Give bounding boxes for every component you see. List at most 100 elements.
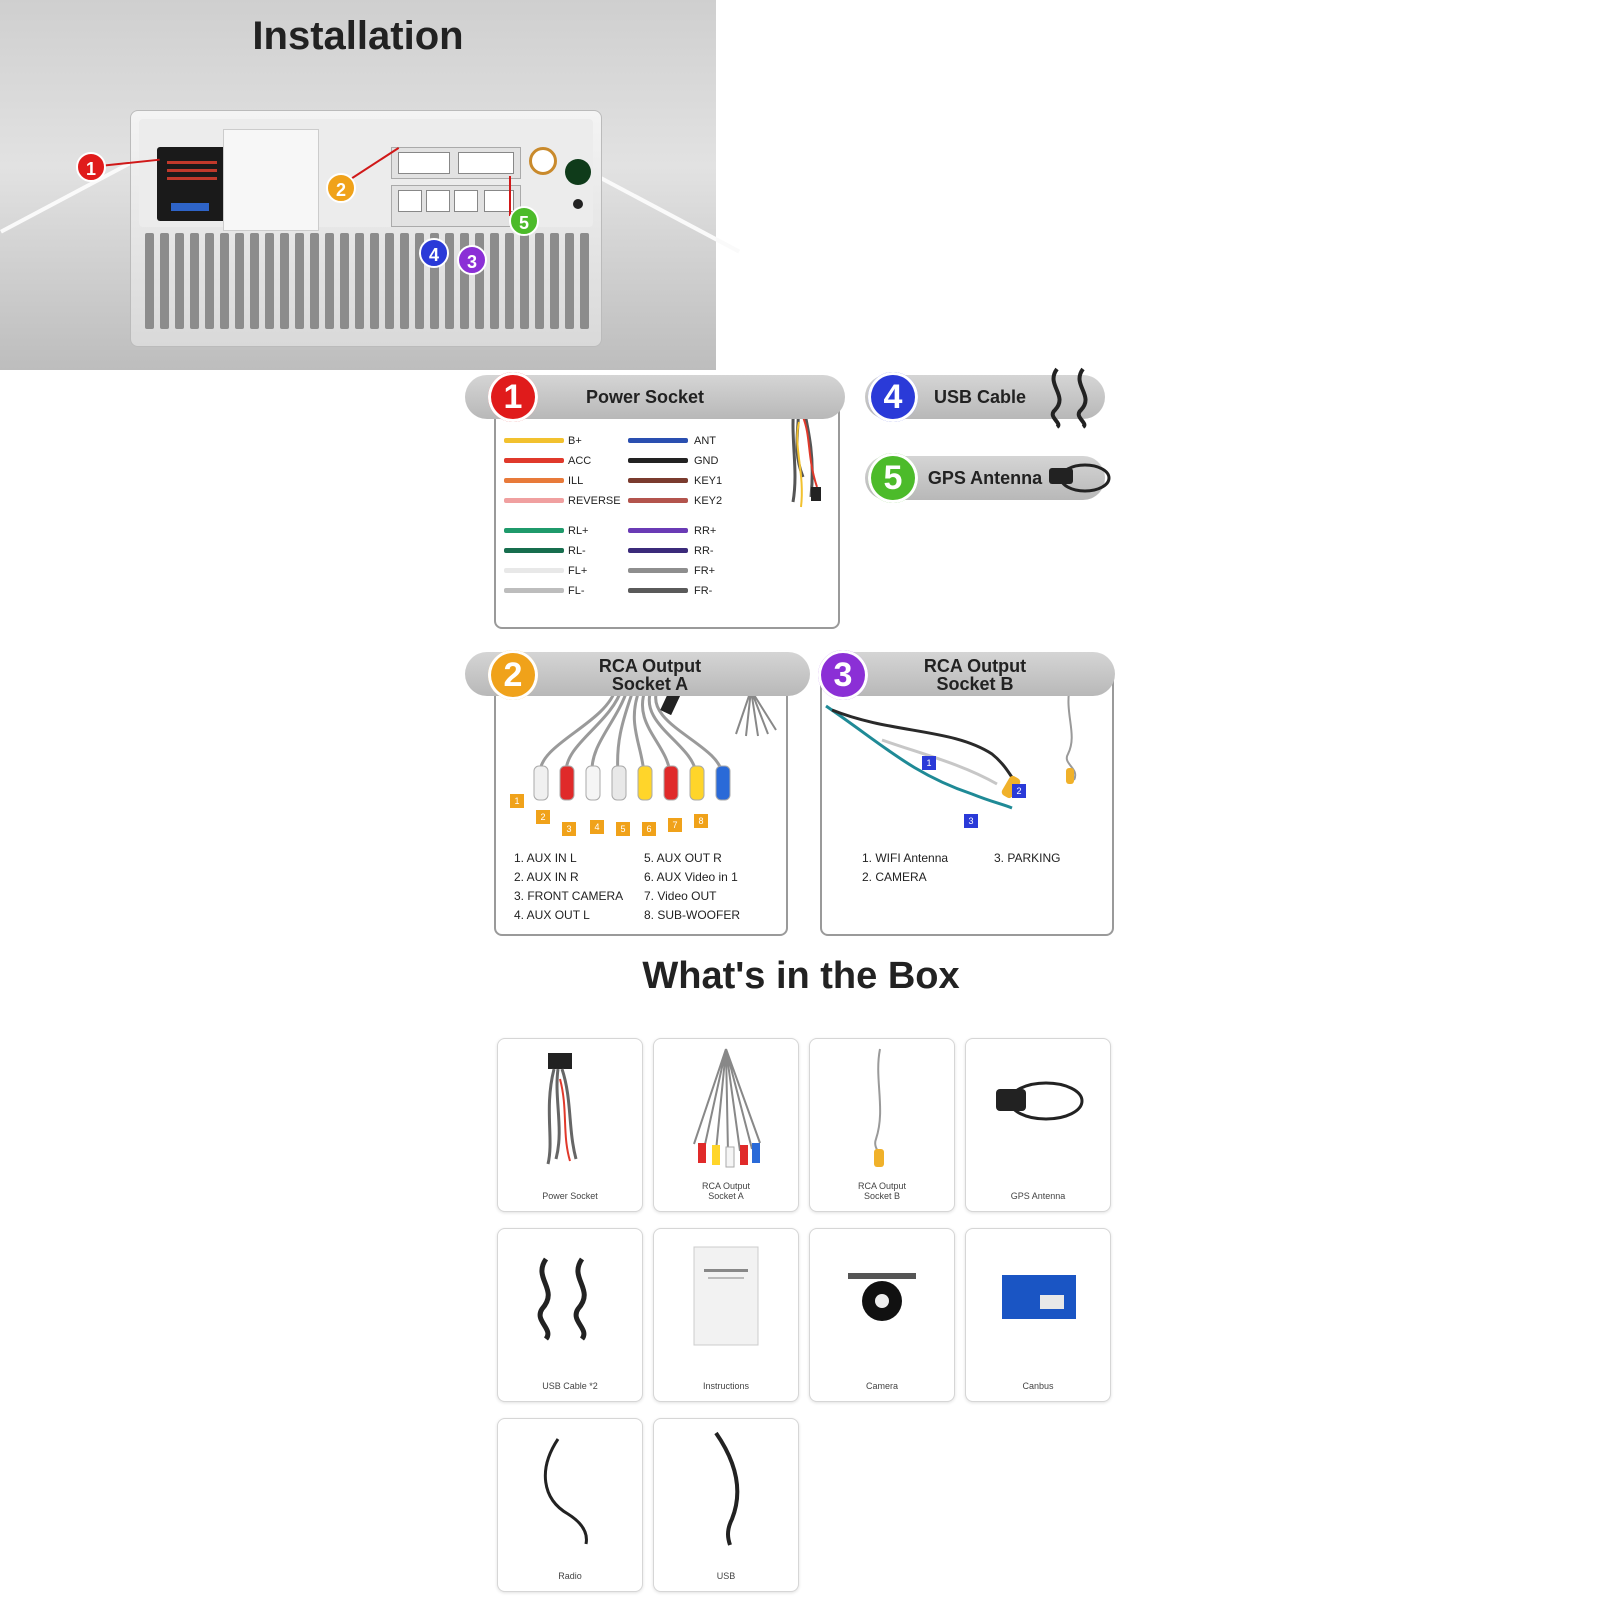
cable-tag: 3: [964, 814, 978, 828]
box-item-caption-line1: GPS Antenna: [1010, 1191, 1066, 1201]
vent-slot: [280, 233, 289, 329]
rca-socket-a-title-line2: Socket A: [611, 674, 689, 694]
wire-label: FL-: [568, 585, 585, 597]
wire-right-2: [628, 478, 688, 483]
vent-slot: [385, 233, 394, 329]
wire-label: ANT: [694, 435, 716, 447]
rca-plug: [637, 765, 653, 801]
cable-tag: 4: [590, 820, 604, 834]
wire-right-5: [628, 548, 688, 553]
box-item-caption-line1: Power Socket: [542, 1191, 598, 1201]
vent-slot: [565, 233, 574, 329]
rca-socket-a-title-line1: RCA Output: [598, 656, 702, 676]
vent-slot: [475, 233, 484, 329]
box-item: USB Cable *2: [497, 1228, 643, 1402]
cable-tag: 2: [1012, 784, 1026, 798]
box-item: Camera: [809, 1228, 955, 1402]
rca-plug: [715, 765, 731, 801]
cable-tag: 1: [922, 756, 936, 770]
power-socket-badge: 1: [488, 372, 538, 422]
wire-label: RR-: [694, 545, 714, 557]
box-item: Radio: [497, 1418, 643, 1592]
wire-label: KEY1: [694, 475, 723, 487]
vent-slot: [580, 233, 589, 329]
box-item-caption: Radio: [498, 1571, 642, 1581]
wire-label: B+: [568, 435, 582, 447]
legend-item: 7. Video OUT: [644, 889, 717, 903]
box-item-caption-line1: RCA Output: [857, 1181, 907, 1191]
installation-title: Installation: [252, 14, 464, 58]
mic-hole: [573, 199, 583, 209]
legend-item: 2. CAMERA: [862, 870, 927, 884]
box-item: USB: [653, 1418, 799, 1592]
box-item-image: [874, 1048, 884, 1167]
power-socket-port: [157, 147, 227, 221]
usb-cable-title: USB Cable: [933, 387, 1027, 407]
box-item-caption-line1: Camera: [865, 1381, 898, 1391]
wire-left-2: [504, 478, 564, 483]
wire-right-4: [628, 528, 688, 533]
marker-3: 3: [457, 245, 487, 275]
wire-label: FL+: [568, 565, 588, 577]
box-item: GPS Antenna: [965, 1038, 1111, 1212]
box-item-caption-line1: USB Cable *2: [542, 1381, 598, 1391]
wire-right-3: [628, 498, 688, 503]
box-item-image: [693, 1048, 761, 1168]
gps-antenna-title: GPS Antenna: [927, 468, 1043, 488]
wire-left-3: [504, 498, 564, 503]
rca-socket-b-header: [825, 652, 1115, 696]
box-item-caption: Camera: [810, 1381, 954, 1391]
vent-slot: [505, 233, 514, 329]
wire-label: KEY2: [694, 495, 723, 507]
power-socket-title: Power Socket: [585, 387, 705, 407]
cable-tag: 2: [536, 810, 550, 824]
box-item-caption-line2: Socket B: [863, 1191, 901, 1201]
box-item-image: [848, 1273, 916, 1321]
box-item-caption: USB: [654, 1571, 798, 1581]
cable-tag: 3: [562, 822, 576, 836]
box-item-image: [996, 1081, 1084, 1121]
wire-label: ACC: [568, 455, 592, 467]
legend-item: 3. FRONT CAMERA: [514, 889, 624, 903]
marker-4: 4: [419, 238, 449, 268]
unit-label-block: [223, 129, 319, 231]
vent-slot: [430, 233, 439, 329]
rca-plug: [585, 765, 601, 801]
wire-left-4: [504, 528, 564, 533]
rca-cable: [647, 687, 698, 775]
legend-item: 1. AUX IN L: [514, 851, 577, 865]
vent-slot: [445, 233, 454, 329]
vent-slot: [295, 233, 304, 329]
wire-left-0: [504, 438, 564, 443]
vent-slot: [490, 233, 499, 329]
heat-vents: [139, 233, 593, 338]
rca-plug: [689, 765, 705, 801]
vent-slot: [355, 233, 364, 329]
vent-slot: [160, 233, 169, 329]
vent-slot: [460, 233, 469, 329]
box-item-caption: Instructions: [654, 1381, 798, 1391]
vent-slot: [535, 233, 544, 329]
wire-label: RL-: [568, 545, 586, 557]
rca-connector-b-port: [391, 185, 521, 227]
gps-antenna-image: [1049, 463, 1111, 493]
box-item: Instructions: [653, 1228, 799, 1402]
box-item-caption: Power Socket: [498, 1191, 642, 1201]
box-item-caption-line2: Socket A: [708, 1191, 744, 1201]
whats-in-the-box-title: What's in the Box: [642, 955, 960, 997]
box-item-image: [714, 1431, 740, 1546]
marker-5: 5: [509, 206, 539, 236]
wire-label: RR+: [694, 525, 717, 537]
vent-slot: [550, 233, 559, 329]
rca-thumbnail: [735, 689, 777, 737]
wire-label: RL+: [568, 525, 589, 537]
cable-tag: 8: [694, 814, 708, 828]
vent-slot: [145, 233, 154, 329]
marker-2: 2: [326, 173, 356, 203]
box-item-image: [693, 1246, 759, 1346]
wire-label: ILL: [568, 475, 584, 487]
